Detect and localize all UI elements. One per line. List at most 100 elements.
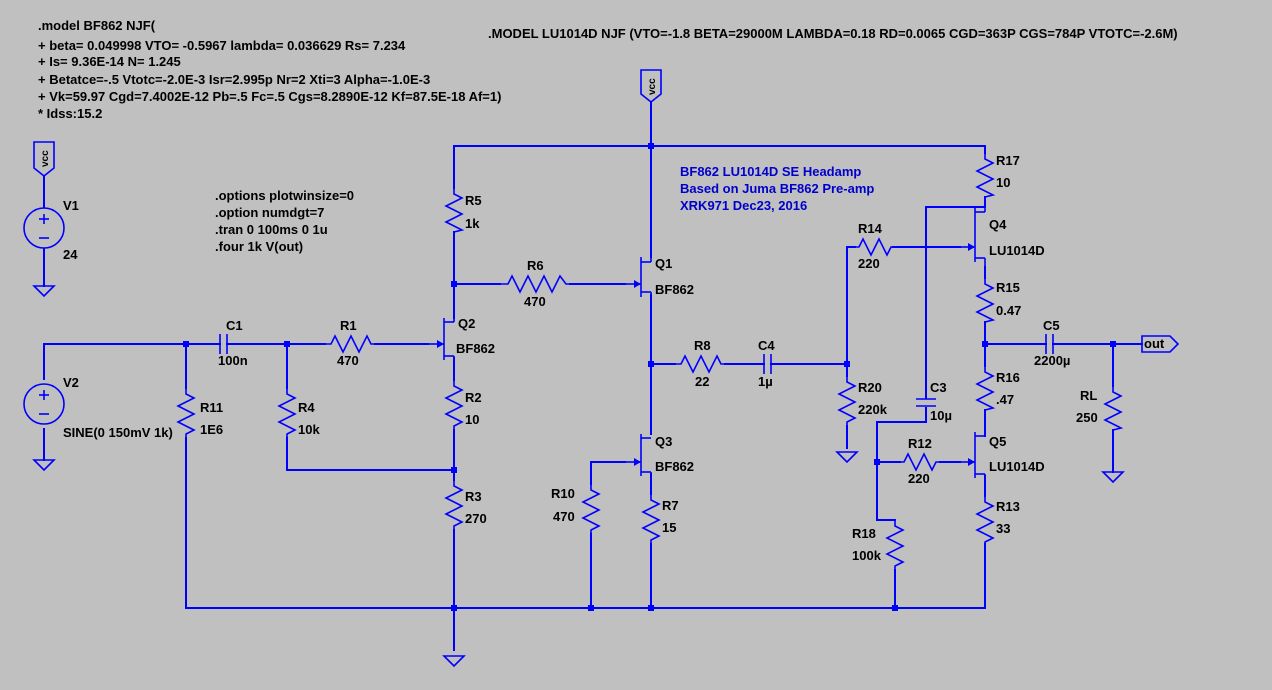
q2-value: BF862: [456, 341, 495, 356]
c3-name: C3: [930, 380, 947, 395]
r12-value: 220: [908, 471, 930, 486]
r7-value: 15: [662, 520, 676, 535]
r10-value: 470: [553, 509, 575, 524]
c5-capacitor[interactable]: [1039, 334, 1061, 354]
model-bf862-line-4: + Betatce=-.5 Vtotc=-2.0E-3 Isr=2.995p N…: [38, 72, 430, 87]
model-bf862-line-1: .model BF862 NJF(: [38, 18, 156, 33]
model-lu1014d: .MODEL LU1014D NJF (VTO=-1.8 BETA=29000M…: [488, 26, 1178, 41]
r1-resistor[interactable]: [325, 334, 375, 354]
r5-name: R5: [465, 193, 482, 208]
vcc-label-top: vcc: [647, 78, 658, 95]
r1-name: R1: [340, 318, 357, 333]
q1-name: Q1: [655, 256, 672, 271]
r4-resistor[interactable]: [277, 388, 297, 438]
r1-value: 470: [337, 353, 359, 368]
model-bf862-line-3: + Is= 9.36E-14 N= 1.245: [38, 54, 181, 69]
c5-value: 2200µ: [1034, 353, 1070, 368]
r17-name: R17: [996, 153, 1020, 168]
r13-value: 33: [996, 521, 1010, 536]
c4-capacitor[interactable]: [757, 354, 779, 374]
r3-name: R3: [465, 489, 482, 504]
r11-value: 1E6: [200, 422, 223, 437]
comment-author: XRK971 Dec23, 2016: [680, 198, 807, 213]
c3-value: 10µ: [930, 408, 952, 423]
r4-name: R4: [298, 400, 315, 415]
c1-value: 100n: [218, 353, 248, 368]
directive-numdgt: .option numdgt=7: [215, 205, 324, 220]
vcc-flag-v1: vcc: [33, 141, 55, 178]
c3-capacitor[interactable]: [916, 398, 936, 407]
model-bf862-line-2: + beta= 0.049998 VTO= -0.5967 lambda= 0.…: [38, 38, 406, 53]
r8-resistor[interactable]: [675, 354, 725, 374]
c1-capacitor[interactable]: [219, 334, 251, 354]
r10-name: R10: [551, 486, 575, 501]
q5-jfet[interactable]: [960, 432, 986, 478]
r5-resistor[interactable]: [444, 188, 465, 233]
q1-value: BF862: [655, 282, 694, 297]
r15-name: R15: [996, 280, 1020, 295]
c5-name: C5: [1043, 318, 1060, 333]
rl-value: 250: [1076, 410, 1098, 425]
q1-jfet[interactable]: [625, 257, 652, 297]
r18-resistor[interactable]: [885, 520, 905, 570]
r7-name: R7: [662, 498, 679, 513]
junction-dots: [183, 143, 1116, 611]
v2-name: V2: [63, 375, 79, 390]
q4-jfet[interactable]: [960, 207, 986, 267]
v2-value: SINE(0 150mV 1k): [63, 425, 173, 440]
q3-value: BF862: [655, 459, 694, 474]
q2-jfet[interactable]: [428, 318, 455, 360]
comment-based: Based on Juma BF862 Pre-amp: [680, 181, 874, 196]
q3-jfet[interactable]: [625, 434, 652, 476]
r2-value: 10: [465, 412, 479, 427]
r6-value: 470: [524, 294, 546, 309]
r7-resistor[interactable]: [641, 494, 661, 544]
r16-name: R16: [996, 370, 1020, 385]
q4-name: Q4: [989, 217, 1007, 232]
r15-value: 0.47: [996, 303, 1021, 318]
out-label: out: [1144, 336, 1165, 351]
vcc-flag-top: vcc: [640, 69, 662, 104]
r8-value: 22: [695, 374, 709, 389]
r11-name: R11: [200, 400, 223, 415]
q3-name: Q3: [655, 434, 672, 449]
r12-resistor[interactable]: [900, 452, 940, 472]
r14-resistor[interactable]: [855, 237, 893, 257]
directive-tran: .tran 0 100ms 0 1u: [215, 222, 328, 237]
q4-value: LU1014D: [989, 243, 1045, 258]
rl-name: RL: [1080, 388, 1097, 403]
rl-resistor[interactable]: [1103, 386, 1124, 431]
r11-resistor[interactable]: [176, 388, 196, 438]
r16-value: .47: [996, 392, 1014, 407]
model-bf862-line-5: + Vk=59.97 Cgd=7.4002E-12 Pb=.5 Fc=.5 Cg…: [38, 89, 501, 104]
r5-value: 1k: [465, 216, 480, 231]
r6-name: R6: [527, 258, 544, 273]
r20-value: 220k: [858, 402, 888, 417]
r3-value: 270: [465, 511, 487, 526]
r18-value: 100k: [852, 548, 882, 563]
q2-name: Q2: [458, 316, 475, 331]
r2-resistor[interactable]: [444, 380, 464, 430]
r14-value: 220: [858, 256, 880, 271]
comment-title: BF862 LU1014D SE Headamp: [680, 164, 861, 179]
q5-value: LU1014D: [989, 459, 1045, 474]
r6-resistor[interactable]: [500, 274, 570, 294]
r16-resistor[interactable]: [975, 366, 996, 411]
r3-resistor[interactable]: [444, 480, 464, 530]
r17-resistor[interactable]: [975, 153, 996, 198]
r14-name: R14: [858, 221, 883, 236]
v2-source[interactable]: [23, 383, 65, 425]
r10-resistor[interactable]: [581, 484, 601, 534]
c4-name: C4: [758, 338, 775, 353]
directive-plotwinsize: .options plotwinsize=0: [215, 188, 354, 203]
c1-name: C1: [226, 318, 243, 333]
r13-resistor[interactable]: [975, 496, 995, 544]
r8-name: R8: [694, 338, 711, 353]
out-flag[interactable]: out: [1141, 335, 1180, 353]
v1-source[interactable]: [23, 207, 65, 249]
v1-value: 24: [63, 247, 78, 262]
r15-resistor[interactable]: [975, 278, 996, 323]
r4-value: 10k: [298, 422, 320, 437]
r20-resistor[interactable]: [837, 376, 857, 426]
